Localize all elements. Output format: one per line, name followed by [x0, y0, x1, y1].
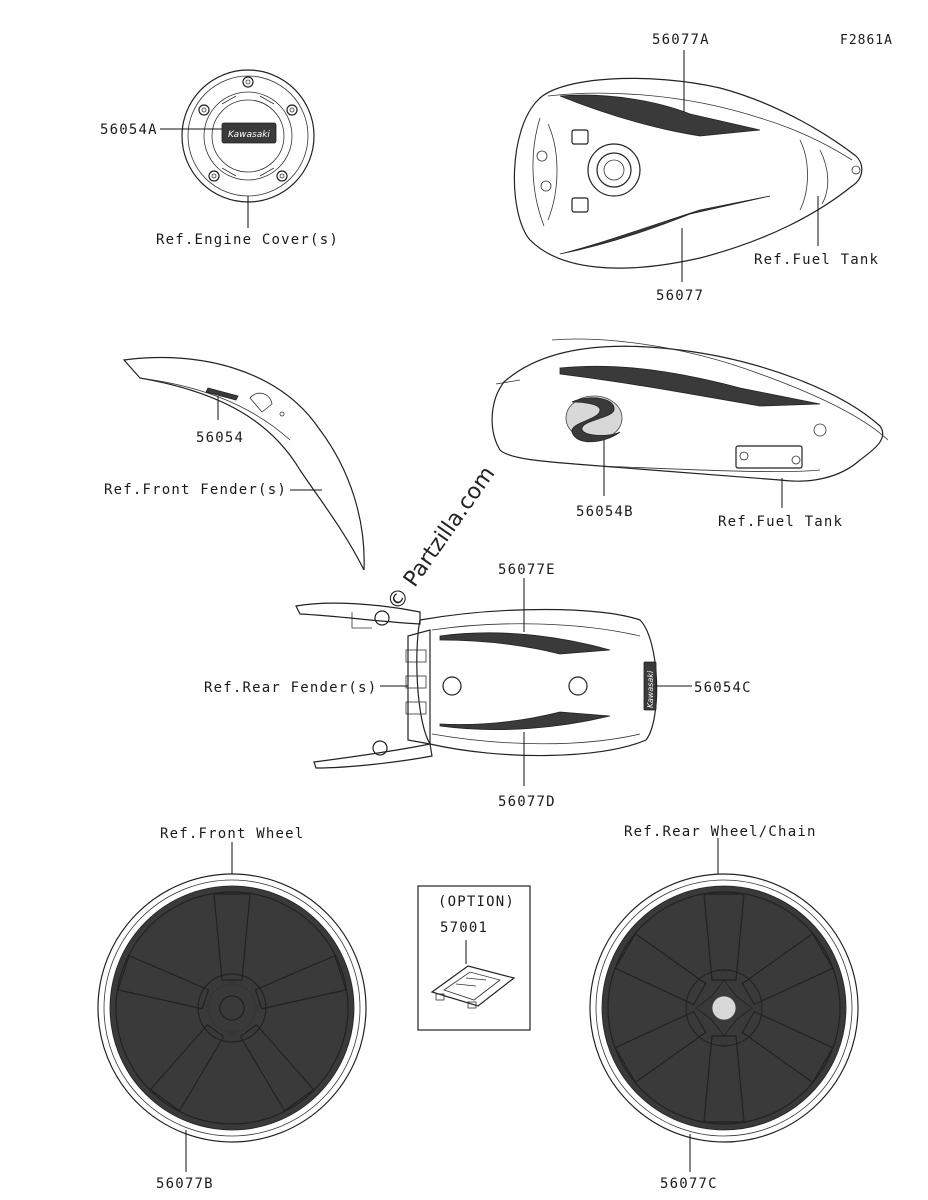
fuel-tank-side-view — [491, 338, 889, 482]
label-56077E: 56077E — [498, 562, 556, 578]
label-56077: 56077 — [656, 288, 704, 304]
label-56077B: 56077B — [156, 1176, 214, 1192]
label-57001: 57001 — [440, 920, 488, 936]
label-tank-top-ref: Ref.Fuel Tank — [754, 252, 879, 268]
label-front-fender-ref: Ref.Front Fender(s) — [104, 482, 287, 498]
label-56077D: 56077D — [498, 794, 556, 810]
option-box: (OPTION) 57001 — [417, 885, 531, 1031]
label-rear-wheel-ref: Ref.Rear Wheel/Chain — [624, 824, 817, 840]
label-tank-side-ref: Ref.Fuel Tank — [718, 514, 843, 530]
partzilla-watermark: © Partzilla.com — [382, 462, 500, 615]
label-56054A: 56054A — [100, 122, 158, 138]
rear-wheel — [589, 873, 859, 1143]
engine-cover: Kawasaki — [181, 69, 315, 203]
option-heading: (OPTION) — [438, 894, 515, 910]
label-engine-cover-ref: Ref.Engine Cover(s) — [156, 232, 339, 248]
label-56054C: 56054C — [694, 680, 752, 696]
engine-cover-badge-text: Kawasaki — [228, 130, 270, 140]
label-56077C: 56077C — [660, 1176, 718, 1192]
label-rear-fender-ref: Ref.Rear Fender(s) — [204, 680, 377, 696]
front-wheel — [97, 873, 367, 1143]
label-56054B: 56054B — [576, 504, 634, 520]
figure-id: F2861A — [840, 33, 893, 48]
rear-fender-badge-text: Kawasaki — [646, 670, 655, 708]
label-56054: 56054 — [196, 430, 244, 446]
fuel-tank-top-view — [513, 77, 863, 269]
label-56077A: 56077A — [652, 32, 710, 48]
engine-cover-badge-plate — [221, 122, 277, 144]
label-front-wheel-ref: Ref.Front Wheel — [160, 826, 304, 842]
front-fender — [122, 357, 365, 571]
rear-fender: Kawasaki — [295, 602, 658, 769]
